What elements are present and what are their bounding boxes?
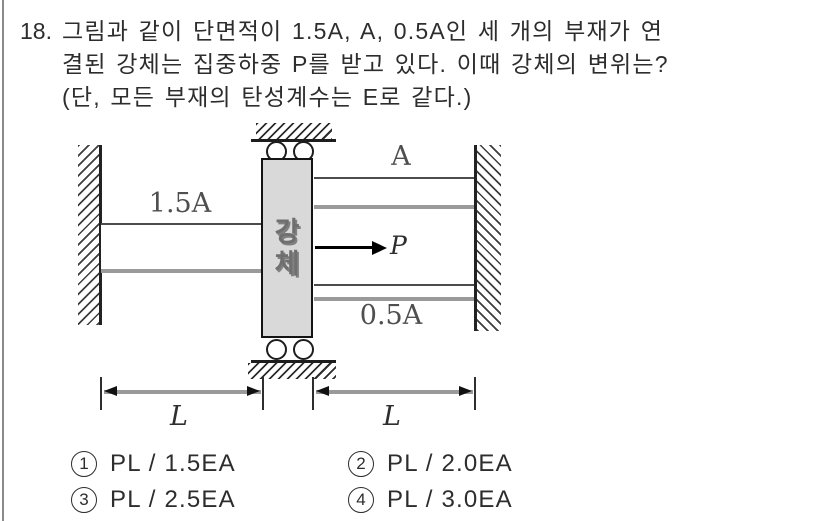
option-3-circled-number: 3 [71,487,97,513]
option-2-circled-number: 2 [348,451,374,477]
right-wall-hatching [477,145,501,331]
column-divider-line [2,0,4,521]
label-area-A: A [391,141,411,172]
option-1-formula: PL / 1.5EA [110,450,236,477]
top-support-line [251,139,336,142]
answer-option-2: 2 PL / 2.0EA [348,450,513,478]
label-area-0-5A: 0.5A [359,300,423,331]
option-2-formula: PL / 2.0EA [387,450,513,477]
question-block: 18. 그림과 같이 단면적이 1.5A, A, 0.5A인 세 개의 부재가 … [20,15,815,114]
answer-option-3: 3 PL / 2.5EA [71,486,236,514]
option-4-circled-number: 4 [348,487,374,513]
top-support-hatching [256,123,332,139]
bottom-support-line [251,360,336,363]
rigid-body-label-char1: 강 [274,216,300,247]
member-top-right-A [314,177,474,209]
label-area-1-5A: 1.5A [148,188,212,219]
dim-tick-far-left [100,377,102,410]
dim-bar-right [316,390,473,394]
answer-option-1: 1 PL / 1.5EA [71,450,236,478]
dim-bar-left [104,390,261,394]
bottom-roller-left-icon [266,339,287,360]
dim-tick-mid-right [312,377,314,410]
bottom-support-hatching [248,363,336,379]
question-line-3: (단, 모든 부재의 탄성계수는 E로 같다.) [62,84,473,110]
dim-right-arrowhead-right-icon [459,386,472,396]
label-dim-L-right: L [383,401,401,432]
right-wall-line [474,145,477,331]
question-text: 그림과 같이 단면적이 1.5A, A, 0.5A인 세 개의 부재가 연 결된… [62,15,815,114]
member-left-1-5A [101,223,262,273]
rigid-body: 강 체 [261,158,313,338]
label-load-P: P [390,231,407,260]
option-1-circled-number: 1 [71,451,97,477]
dim-right-arrowhead-left-icon [316,386,329,396]
question-line-1: 그림과 같이 단면적이 1.5A, A, 0.5A인 세 개의 부재가 연 [62,18,664,44]
rigid-body-label-char2: 체 [274,248,300,279]
left-wall-hatching [78,145,100,325]
member-bottom-right-0-5A [314,284,474,301]
answer-option-4: 4 PL / 3.0EA [348,486,513,514]
question-number: 18. [20,18,52,44]
option-3-formula: PL / 2.5EA [110,486,236,513]
label-dim-L-left: L [170,401,188,432]
load-arrow-shaft [315,246,373,249]
dim-left-arrowhead-right-icon [247,386,260,396]
bottom-roller-right-icon [293,339,314,360]
option-4-formula: PL / 3.0EA [387,486,513,513]
left-wall-line [99,145,102,325]
top-roller-left-icon [266,141,287,162]
load-arrow-head-icon [372,240,387,255]
dim-left-arrowhead-left-icon [104,386,117,396]
dim-tick-mid-left [262,377,264,410]
question-line-2: 결된 강체는 집중하중 P를 받고 있다. 이때 강체의 변위는? [62,51,669,77]
top-roller-right-icon [293,141,314,162]
dim-tick-far-right [474,377,476,410]
